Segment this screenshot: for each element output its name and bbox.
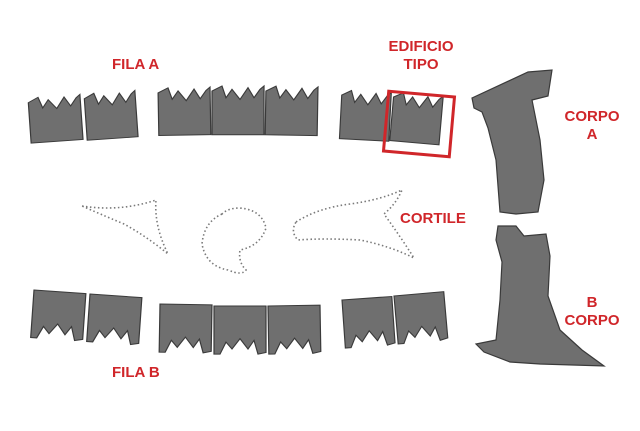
row-a-group-1 — [27, 89, 139, 144]
row-b-group-2 — [158, 303, 322, 355]
row-a-group-3 — [338, 89, 444, 146]
cortile-shape-right — [292, 188, 417, 261]
label-cortile: CORTILE — [400, 210, 466, 227]
edificio-tipo-highlight — [381, 89, 457, 159]
row-b-buildings — [30, 289, 449, 355]
label-corpo-a-line-1: CORPO — [564, 108, 620, 125]
cortile-shape-center — [201, 207, 267, 274]
label-corpo-a-line-2: A — [586, 126, 598, 143]
corpo-a-building — [471, 69, 553, 215]
label-edificio-line-2: TIPO — [403, 56, 439, 73]
label-fila-a: FILA A — [112, 56, 160, 73]
label-corpo-b-line-2: CORPO — [564, 312, 620, 329]
row-b-group-3 — [341, 291, 449, 349]
cortile-shape-left — [81, 198, 169, 255]
row-b-group-1 — [30, 289, 143, 346]
label-edificio-line-1: EDIFICIO — [388, 38, 454, 55]
label-corpo-a: CORPO A — [560, 108, 624, 144]
label-edificio-tipo: EDIFICIO TIPO — [386, 38, 456, 74]
row-a-group-2 — [157, 85, 319, 137]
label-fila-b: FILA B — [112, 364, 160, 381]
label-corpo-b: B CORPO — [560, 294, 624, 330]
corpo-b-building — [474, 225, 606, 367]
cortile-shapes — [81, 188, 417, 274]
row-a-buildings — [27, 85, 457, 159]
label-corpo-b-line-1: B — [586, 294, 598, 311]
